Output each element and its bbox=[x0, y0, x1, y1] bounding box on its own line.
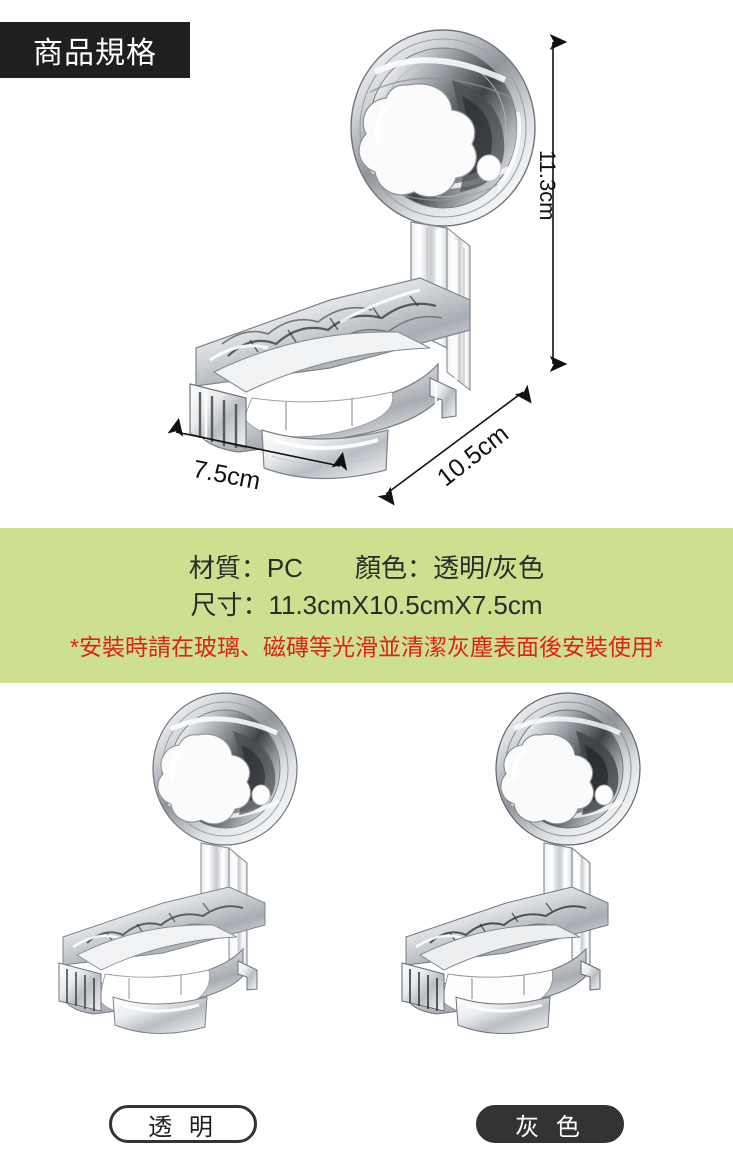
variants-section: 透 明 bbox=[0, 683, 733, 1161]
specification-panel: 材質：PC 顏色：透明/灰色 尺寸：11.3cmX10.5cmX7.5cm *安… bbox=[0, 528, 733, 683]
variant-grey[interactable]: 灰 色 bbox=[367, 683, 733, 1161]
variant-clear-image bbox=[58, 692, 298, 1034]
spec-size-line: 尺寸：11.3cmX10.5cmX7.5cm bbox=[190, 589, 543, 620]
variant-label-clear[interactable]: 透 明 bbox=[109, 1105, 257, 1143]
spec-material-color-line: 材質：PC 顏色：透明/灰色 bbox=[188, 553, 545, 583]
variant-label-grey[interactable]: 灰 色 bbox=[476, 1105, 624, 1143]
dimension-label-height: 11.3cm bbox=[535, 150, 560, 221]
installation-note: *安裝時請在玻璃、磁磚等光滑並清潔灰塵表面後安裝使用* bbox=[70, 633, 663, 660]
variant-grey-image bbox=[401, 692, 641, 1034]
product-diagram bbox=[167, 29, 568, 506]
variant-clear[interactable]: 透 明 bbox=[0, 683, 366, 1161]
dimension-arrows bbox=[167, 34, 568, 506]
suction-cup-assembly bbox=[350, 29, 536, 227]
page-title-badge: 商品規格 bbox=[0, 22, 190, 78]
hero-illustration-section: 11.3cm 7.5cm 10.5cm 商品規格 bbox=[0, 0, 733, 528]
